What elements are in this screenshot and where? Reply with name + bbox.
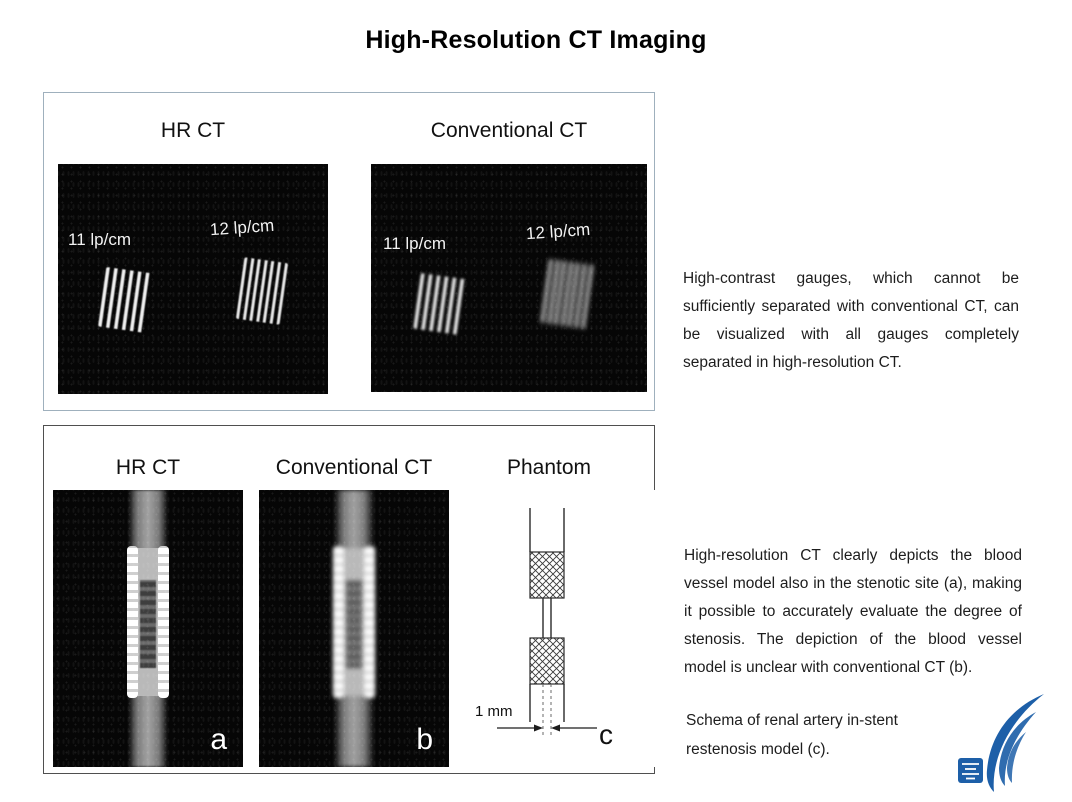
- gauge-label-12lpcm: 12 lp/cm: [209, 215, 275, 240]
- stent-hatch-lower: [529, 637, 565, 685]
- gauge-bars-12lpcm: [235, 257, 289, 325]
- column-label-conventional: Conventional CT: [275, 456, 433, 479]
- medical-wing-logo: [956, 692, 1046, 794]
- stent-region: [127, 546, 169, 698]
- stenosis-tissue: [140, 580, 156, 668]
- column-label-conventional: Conventional CT: [430, 119, 588, 142]
- stenosis-tissue: [346, 580, 362, 668]
- phantom-schematic: 1 mm c: [469, 490, 655, 767]
- phantom-diagram: 1 mm c: [475, 508, 613, 750]
- gauge-label-11lpcm: 11 lp/cm: [68, 230, 131, 249]
- caption-schema: Schema of renal artery in-stent restenos…: [686, 712, 898, 758]
- gauge-bars-12lpcm-blurred: [540, 259, 596, 329]
- logo-wing: [986, 694, 1044, 792]
- conventional-stent-image: b: [259, 490, 449, 767]
- stent-strut-left: [333, 546, 344, 698]
- page-title: High-Resolution CT Imaging: [365, 26, 707, 54]
- column-label-hrct: HR CT: [160, 119, 226, 142]
- stent-strut-right: [364, 546, 375, 698]
- column-label-hrct: HR CT: [115, 456, 181, 479]
- gauge-bars-11lpcm: [98, 266, 154, 334]
- caption-stenosis: High-resolution CT clearly depicts the b…: [684, 547, 1022, 676]
- gauge-label-12lpcm: 12 lp/cm: [525, 219, 591, 244]
- column-label-phantom: Phantom: [506, 456, 592, 479]
- stent-region: [333, 546, 375, 698]
- scale-label: 1 mm: [475, 703, 513, 720]
- stent-strut-left: [127, 546, 138, 698]
- subfigure-letter-b: b: [416, 723, 433, 756]
- logo-graphic: [958, 694, 1044, 792]
- logo-character-seal: [958, 758, 983, 783]
- subfigure-letter-a: a: [210, 723, 227, 756]
- gauge-label-11lpcm: 11 lp/cm: [383, 234, 446, 253]
- subfigure-letter-c: c: [599, 719, 613, 750]
- stent-hatch-upper: [529, 551, 565, 599]
- dimension-arrows: [497, 724, 597, 732]
- stent-strut-right: [158, 546, 169, 698]
- panel-stent-model: HR CT Conventional CT Phantom a b: [43, 425, 655, 774]
- gauge-bars-11lpcm-blurred: [413, 273, 467, 335]
- panel-resolution-gauges: HR CT Conventional CT 11 lp/cm 12 lp/cm …: [43, 92, 655, 411]
- hrct-gauge-image: 11 lp/cm 12 lp/cm: [58, 164, 328, 394]
- hrct-stent-image: a: [53, 490, 243, 767]
- conventional-gauge-image: 11 lp/cm 12 lp/cm: [371, 164, 647, 392]
- caption-gauges: High-contrast gauges, which cannot be su…: [683, 270, 1019, 371]
